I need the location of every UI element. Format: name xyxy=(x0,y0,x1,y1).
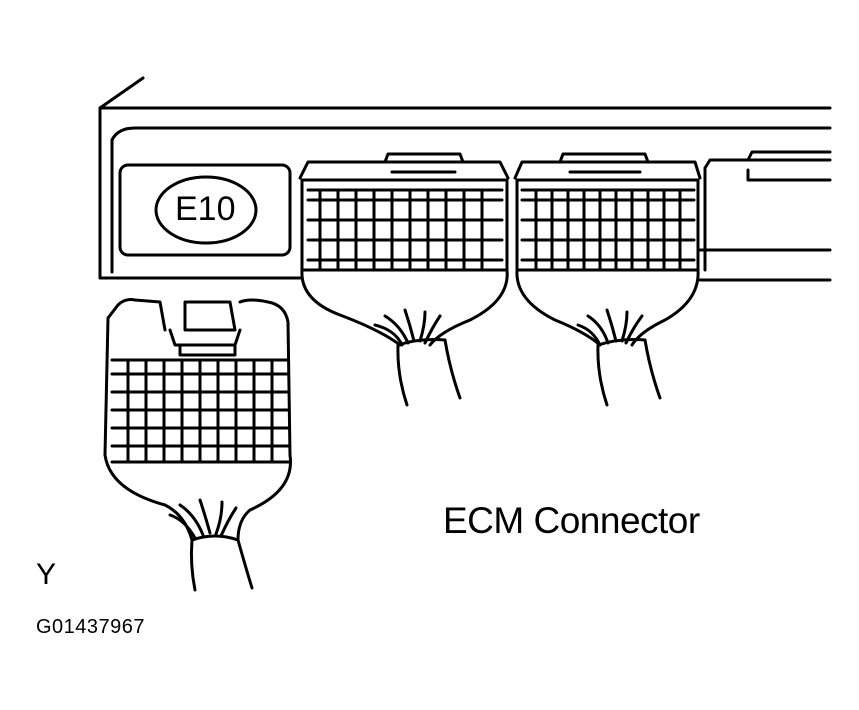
ecm-housing xyxy=(98,76,832,282)
right-connector xyxy=(513,152,702,407)
e10-label-plate xyxy=(118,163,292,257)
connector-id-label: E10 xyxy=(175,190,236,228)
figure-code: G01437967 xyxy=(36,616,146,638)
right-partial-connector xyxy=(703,150,832,272)
corner-letter: Y xyxy=(36,558,57,591)
detached-connector xyxy=(103,298,292,592)
diagram-caption: ECM Connector xyxy=(443,500,700,541)
middle-connector xyxy=(298,152,510,407)
